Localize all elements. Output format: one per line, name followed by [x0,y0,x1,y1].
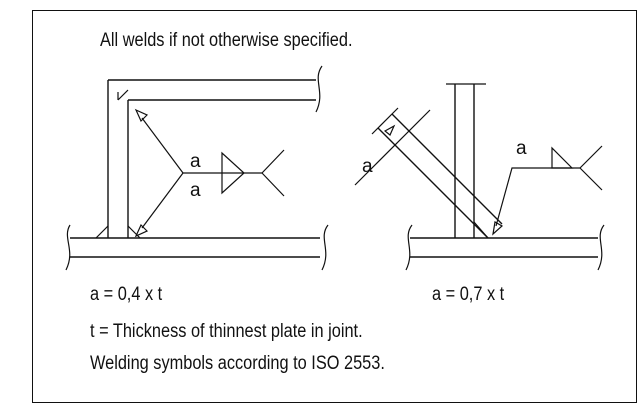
drawing-frame [32,10,637,403]
left-base-break-left [65,224,71,271]
left-arrow-upper-line [141,117,184,174]
right-formula: a = 0,7 x t [432,284,505,305]
left-base-break-right [321,224,329,271]
right-diagonal-leader [354,109,431,186]
standard-note: Welding symbols according to ISO 2553. [90,353,385,374]
right-base-break-right [597,224,605,271]
right-diagonal-end [371,107,399,135]
right-base-break-left [405,224,413,271]
left-vertical-member [107,100,129,238]
right-symbol-ref: a [516,138,527,159]
left-top-member [108,79,316,101]
left-base-fillet-left [95,225,109,239]
right-diagonal-arrowhead [383,124,396,136]
right-symbol-diag: a [362,156,373,177]
right-vertical-member [454,84,475,238]
right-tail [579,145,603,191]
left-fillet-symbol [221,151,245,195]
right-base-plate [410,237,598,258]
left-arrow-lower-head [134,223,149,238]
right-joint: a a [354,83,605,271]
left-base-fillet-right [127,225,141,239]
left-symbol-bottom: a [190,180,201,201]
left-joint: a a [65,65,329,271]
left-arrow-upper-head [134,108,149,123]
right-diagonal-member [377,113,503,239]
left-top-break [315,65,323,113]
thickness-note: t = Thickness of thinnest plate in joint… [90,321,363,342]
heading-text: All welds if not otherwise specified. [100,30,353,51]
left-symbol-top: a [190,151,201,172]
left-formula: a = 0,4 x t [90,284,163,305]
right-arrow-head [492,221,504,236]
left-corner-fillet [117,89,129,101]
left-arrow-lower-line [141,172,184,229]
right-arrow-line [495,167,580,227]
right-fillet-symbol [551,146,574,169]
left-tail [261,149,285,197]
left-base-plate [70,237,320,258]
